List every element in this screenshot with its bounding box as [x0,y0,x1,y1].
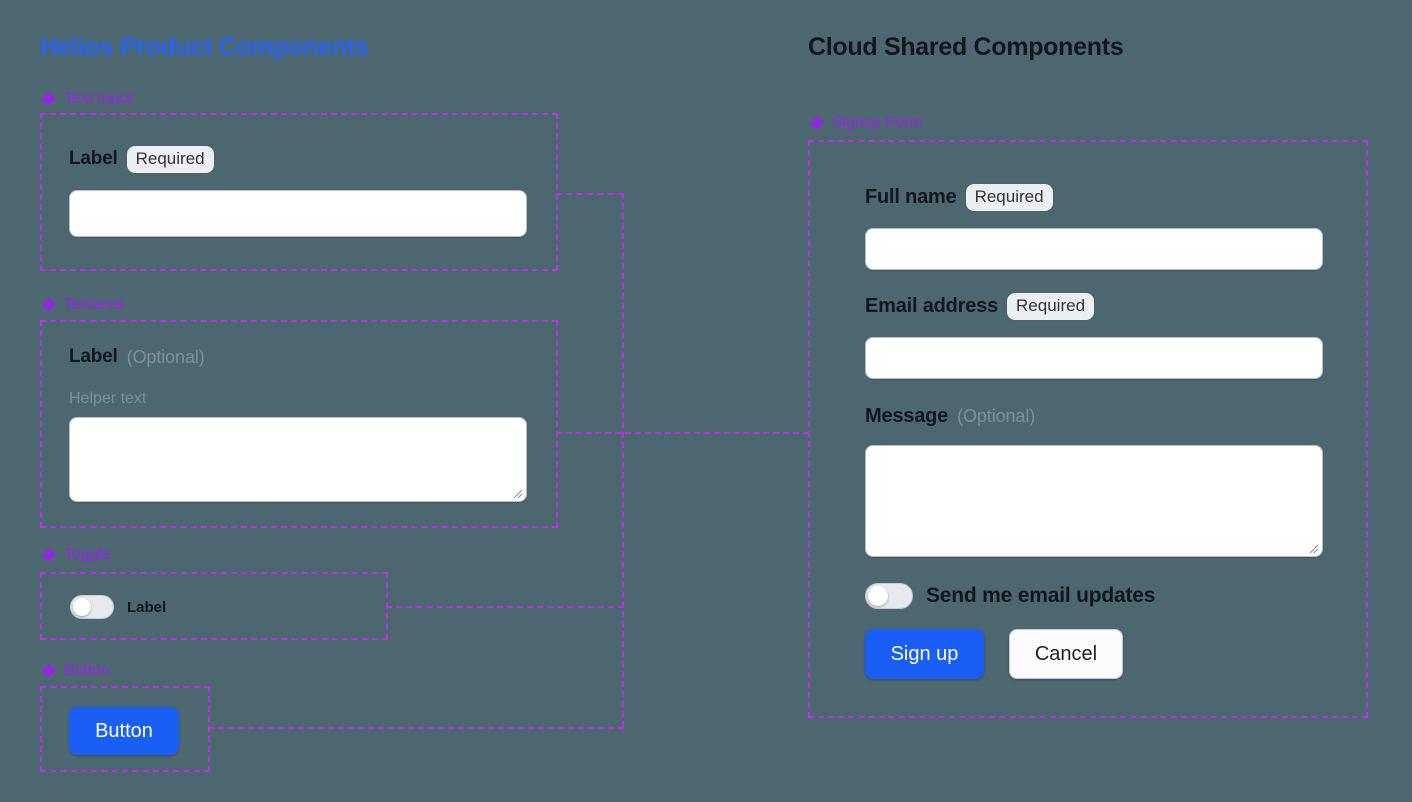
textarea-label-row: Label (Optional) [69,346,205,368]
email-updates-label: Send me email updates [926,584,1156,607]
component-box-toggle: Label [40,572,388,640]
textarea-field[interactable] [69,417,527,502]
message-wrapper [865,445,1323,557]
diamond-cluster-icon [42,297,56,312]
toggle-switch[interactable] [70,595,114,619]
message-textarea[interactable] [865,445,1323,557]
email-updates-switch[interactable] [865,583,913,609]
component-box-textarea: Label (Optional) Helper text [40,320,558,528]
textarea-optional-note: (Optional) [126,346,205,367]
page-title-left: Helios Product Components [40,33,369,61]
full-name-label: Full name [865,185,957,208]
diamond-cluster-icon [810,115,824,130]
component-box-button: Button [40,686,210,772]
email-input[interactable] [865,337,1323,379]
text-input-label: Label [69,148,118,170]
cancel-button[interactable]: Cancel [1009,629,1123,679]
message-label-row: Message (Optional) [865,405,1035,428]
connector-text-input-horizontal [556,193,624,195]
email-required-badge: Required [1007,293,1095,320]
text-input-field[interactable] [69,190,527,237]
section-header-signup-form: Signup Form [810,114,923,132]
sign-up-button[interactable]: Sign up [865,629,984,679]
message-label: Message [865,405,949,427]
diamond-cluster-icon [42,547,56,562]
section-label: Button [64,662,110,679]
section-label: Signup Form [832,114,923,131]
connector-textarea-horizontal [556,432,809,434]
email-label-row: Email address Required [865,293,1095,320]
toggle-knob [73,598,91,616]
section-label: Toggle [64,546,111,563]
section-label: Textarea [64,296,125,313]
page-title-right: Cloud Shared Components [808,33,1124,61]
text-input-label-row: Label Required [69,146,214,173]
textarea-label: Label [69,346,118,367]
demo-button[interactable]: Button [69,707,179,755]
email-updates-toggle-row[interactable]: Send me email updates [865,583,1155,609]
textarea-wrapper [69,417,527,502]
section-header-toggle: Toggle [42,546,111,564]
section-header-textarea: Textarea [42,296,125,314]
connector-button-horizontal [208,727,624,729]
textarea-helper-text: Helper text [69,390,147,407]
diamond-cluster-icon [42,663,56,678]
component-box-signup-form: Full name Required Email address Require… [808,140,1368,718]
full-name-label-row: Full name Required [865,184,1053,211]
email-label: Email address [865,294,999,317]
toggle-label: Label [127,598,167,616]
section-header-button: Button [42,662,110,680]
connector-trunk-vertical [622,193,624,727]
toggle-row[interactable]: Label [70,595,166,619]
full-name-input[interactable] [865,228,1323,270]
email-updates-knob [868,586,888,606]
diamond-cluster-icon [42,91,56,106]
section-header-text-input: Text Input [42,90,132,108]
full-name-required-badge: Required [965,184,1053,211]
text-input-required-badge: Required [126,146,214,173]
connector-toggle-horizontal [386,606,624,608]
section-label: Text Input [64,90,133,107]
message-optional-note: (Optional) [957,406,1036,426]
component-box-text-input: Label Required [40,113,558,271]
